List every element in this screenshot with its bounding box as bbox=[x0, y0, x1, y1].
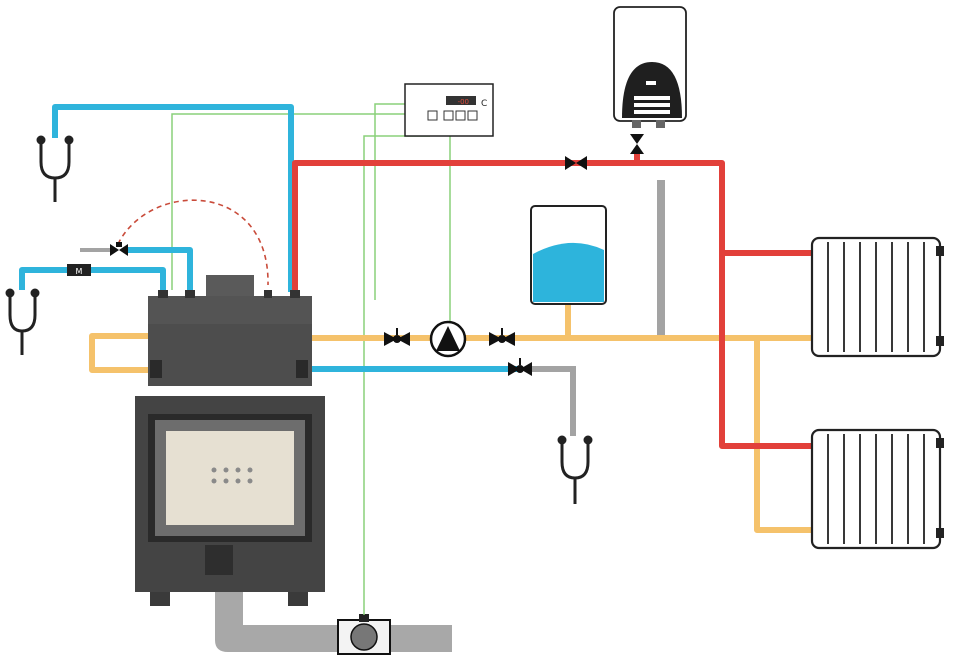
gate-valve-icon bbox=[565, 156, 587, 170]
cold-pipe-left bbox=[19, 267, 166, 296]
drain-pipe bbox=[528, 366, 576, 436]
ball-valve-icon bbox=[489, 328, 515, 346]
flue-damper-icon bbox=[337, 614, 391, 655]
sensor-capillary bbox=[117, 199, 269, 286]
ball-valve-icon bbox=[384, 328, 410, 346]
controller-unit: -00 C bbox=[404, 83, 494, 137]
drain-tap-icon bbox=[557, 435, 593, 504]
drain-tap-icon bbox=[36, 135, 74, 202]
boiler-valve-icon bbox=[630, 134, 644, 154]
ball-valve-icon bbox=[508, 358, 532, 376]
drain-tap-icon bbox=[5, 288, 40, 355]
radiator-icon bbox=[810, 428, 944, 550]
flue-duct bbox=[215, 575, 452, 652]
wall-boiler-icon bbox=[613, 6, 687, 128]
controller-display: -00 bbox=[458, 98, 469, 106]
thermal-valve-icon bbox=[110, 242, 128, 256]
radiator-icon bbox=[810, 236, 944, 358]
expansion-tank-icon bbox=[530, 205, 607, 305]
motor-valve-icon: M bbox=[67, 264, 91, 276]
controller-letter: C bbox=[481, 99, 487, 109]
cold-pipes bbox=[19, 104, 520, 372]
fireplace-insert bbox=[135, 275, 325, 606]
motor-valve-label: M bbox=[76, 267, 83, 276]
cold-pipe-valve bbox=[125, 247, 193, 296]
pump-icon bbox=[429, 320, 467, 358]
cold-pipe-top bbox=[52, 104, 294, 292]
fireplace-glass bbox=[166, 431, 294, 525]
